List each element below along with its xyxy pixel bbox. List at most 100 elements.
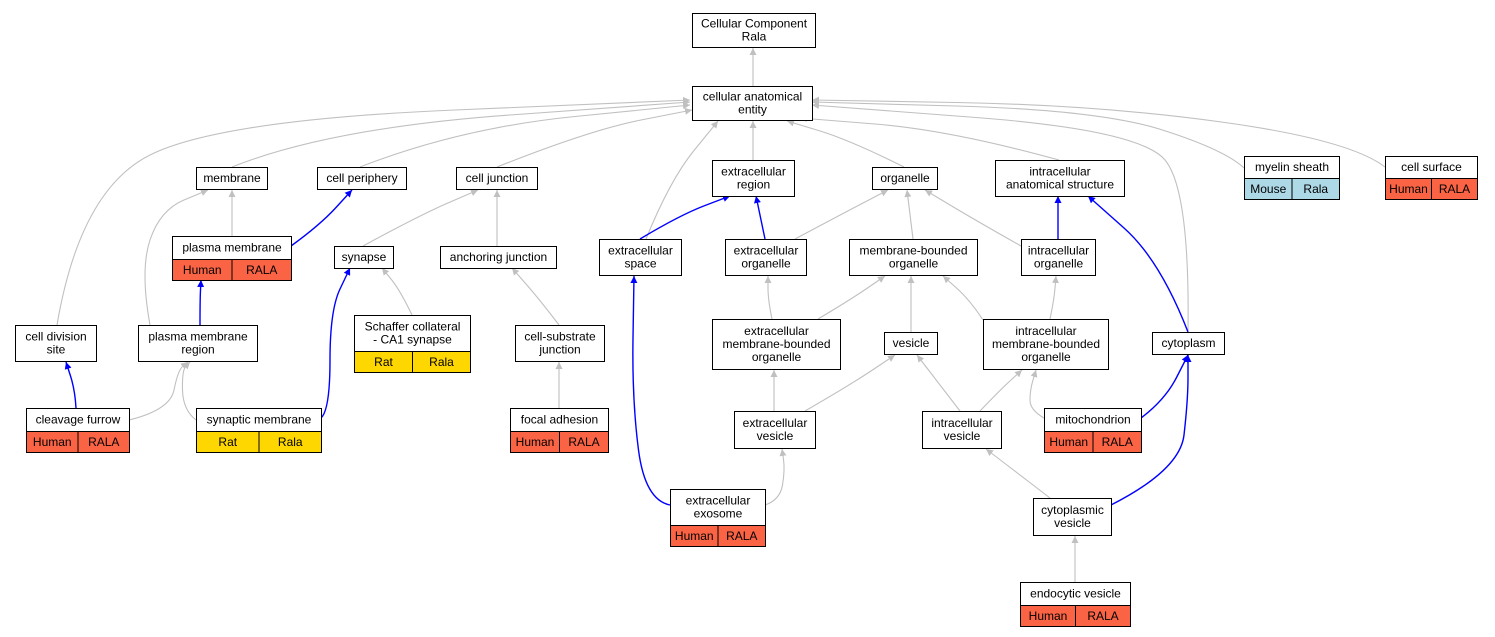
node-label-line: cell-substrate (524, 330, 596, 344)
node-label-line: membrane (203, 171, 261, 185)
node-label-line: membrane-bounded (859, 244, 967, 258)
node-box (15, 325, 97, 362)
node-label-line: cell surface (1401, 160, 1462, 174)
node-label-line: vesicle (893, 336, 930, 350)
edge-extracellular-exosome-to-extracellular-space (630, 275, 671, 506)
node-label-line: vesicle (944, 429, 981, 443)
node-label-line: space (624, 257, 656, 271)
gene-label: Rala (278, 435, 303, 449)
edge-cleavage-furrow-to-cell-division-site (64, 361, 77, 409)
node-synapse[interactable]: synapse (334, 246, 394, 269)
node-organelle[interactable]: organelle (872, 167, 938, 190)
edge-cell-substrate-junction-to-anchoring-junction (511, 267, 560, 326)
species-label: Human (1029, 609, 1068, 623)
species-label: Human (1389, 182, 1428, 196)
gene-label: RALA (1087, 609, 1118, 623)
edge-membrane-bounded-organelle-to-organelle (904, 189, 914, 240)
node-label-line: cytoplasm (1161, 336, 1215, 350)
gene-label: RALA (568, 435, 599, 449)
node-box (725, 239, 807, 276)
node-label-line: synaptic membrane (207, 413, 312, 427)
gene-label: RALA (88, 435, 119, 449)
edge-mitochondrion-to-intracellular-mbo (1029, 369, 1045, 419)
edge-synapse-to-cell-junction (362, 189, 479, 247)
gene-cell (1075, 605, 1131, 627)
species-label: Human (516, 435, 555, 449)
node-membrane[interactable]: membrane (196, 167, 268, 190)
gene-cell (1092, 431, 1142, 453)
node-label-line: cell periphery (326, 171, 397, 185)
edge-plasma-membrane-to-cell-periphery (290, 189, 353, 247)
species-label: Human (675, 529, 714, 543)
gene-label: RALA (726, 529, 757, 543)
node-box (712, 160, 795, 197)
node-box (1033, 498, 1112, 536)
node-box (872, 167, 938, 190)
node-box (440, 246, 557, 269)
node-label-line: membrane-bounded (722, 337, 830, 351)
node-anchoring-junction[interactable]: anchoring junction (440, 246, 557, 269)
species-label: Rat (218, 435, 237, 449)
edge-extracellular-space-to-extracellular-region (639, 195, 731, 240)
edge-extracellular-organelle-to-extracellular-region (754, 195, 766, 240)
node-box (1152, 332, 1225, 355)
node-label-line: endocytic vesicle (1030, 587, 1121, 601)
node-label-line: anchoring junction (450, 250, 547, 264)
edge-cytoplasm-to-intracellular-anatomical-structure (1087, 195, 1189, 333)
node-label-line: organelle (1034, 257, 1084, 271)
node-label-line: - CA1 synapse (373, 333, 452, 347)
node-label-line: organelle (1021, 350, 1071, 364)
edge-intracellular-mbo-to-membrane-bounded-organelle (942, 275, 984, 321)
edge-extracellular-mbo-to-extracellular-organelle (764, 276, 773, 320)
node-label-line: extracellular (734, 244, 799, 258)
edge-extracellular-mbo-to-membrane-bounded-organelle (817, 275, 886, 320)
edge-cell-periphery-to-cellular-anatomical-entity (359, 102, 691, 168)
edge-cell-surface-to-cellular-anatomical-entity (811, 96, 1386, 168)
edge-cytoplasmic-vesicle-to-cytoplasm (1110, 355, 1192, 506)
node-cell-junction[interactable]: cell junction (456, 167, 538, 190)
node-cytoplasm[interactable]: cytoplasm (1152, 332, 1225, 355)
node-vesicle[interactable]: vesicle (884, 332, 938, 355)
node-label-line: cell division (25, 330, 86, 344)
gene-cell (1291, 178, 1340, 200)
gene-cell (412, 351, 471, 373)
node-cell-periphery[interactable]: cell periphery (317, 167, 407, 190)
edge-cytoplasmic-vesicle-to-intracellular-vesicle (985, 448, 1051, 499)
node-label-line: extracellular (608, 244, 673, 258)
species-label: Human (33, 435, 72, 449)
node-label-line: extracellular (743, 416, 808, 430)
edge-cleavage-furrow-to-plasma-membrane-region (128, 361, 189, 421)
node-box (692, 86, 813, 121)
node-label-line: extracellular (721, 165, 786, 179)
node-box (456, 167, 538, 190)
edge-extracellular-space-to-cellular-anatomical-entity (645, 120, 719, 240)
edge-synaptic-membrane-to-plasma-membrane-region (181, 361, 197, 421)
